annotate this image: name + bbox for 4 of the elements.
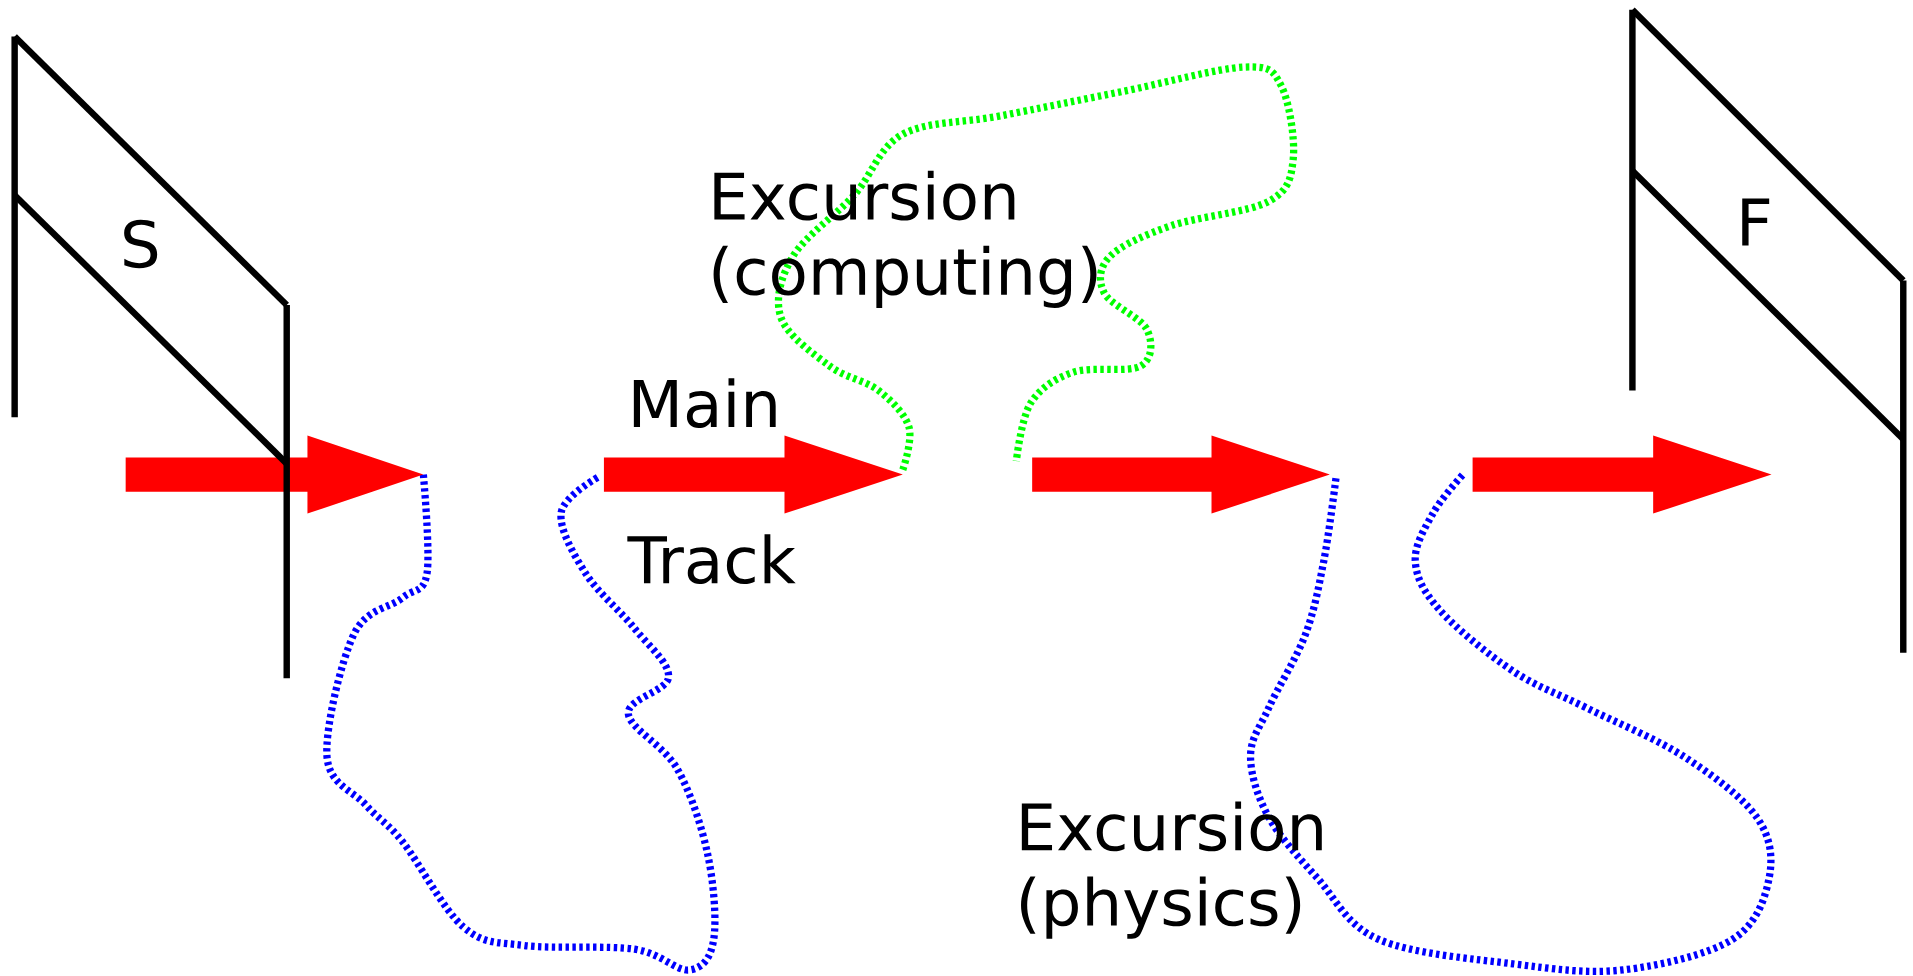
flag-drawing: F xyxy=(1629,7,1907,653)
flag-drawing: S xyxy=(11,34,290,679)
track-label: Track xyxy=(627,534,796,585)
track-label: Main xyxy=(633,378,776,428)
